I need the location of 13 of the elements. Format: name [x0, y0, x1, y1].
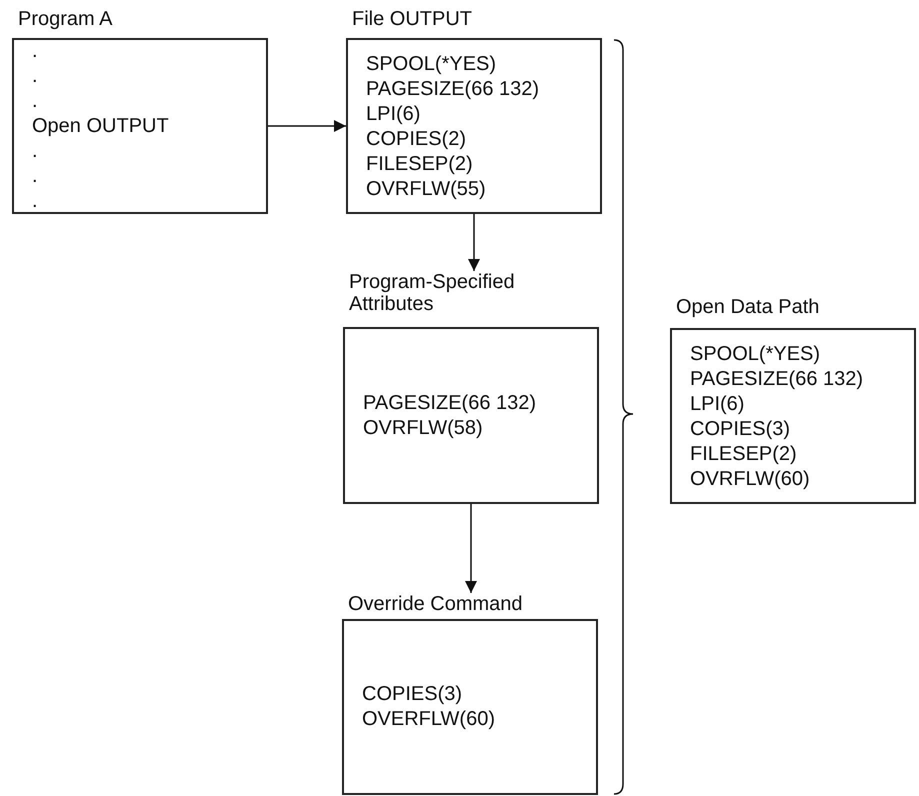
- attribute-list-box: PAGESIZE(66 132) OVRFLW(58): [343, 327, 599, 504]
- arrow: [468, 214, 480, 271]
- arrow: [268, 120, 346, 132]
- box-heading: Open Data Path: [676, 296, 820, 318]
- arrow: [465, 504, 477, 593]
- attribute-list-box: SPOOL(*YES) PAGESIZE(66 132) LPI(6) COPIES(2) FILESEP(2) OVRFLW(55): [346, 38, 602, 214]
- box-heading: Override Command: [348, 593, 524, 615]
- attribute-list-box: SPOOL(*YES) PAGESIZE(66 132) LPI(6) COPIES(3) FILESEP(2) OVRFLW(60): [670, 328, 916, 504]
- attribute-list-box: COPIES(3) OVERFLW(60): [342, 619, 598, 795]
- box-heading: Program-Specified Attributes: [349, 271, 516, 315]
- box-heading: Program A: [18, 8, 114, 30]
- attribute-list-box: . . . Open OUTPUT . . .: [12, 38, 268, 214]
- box-heading: File OUTPUT: [352, 8, 473, 30]
